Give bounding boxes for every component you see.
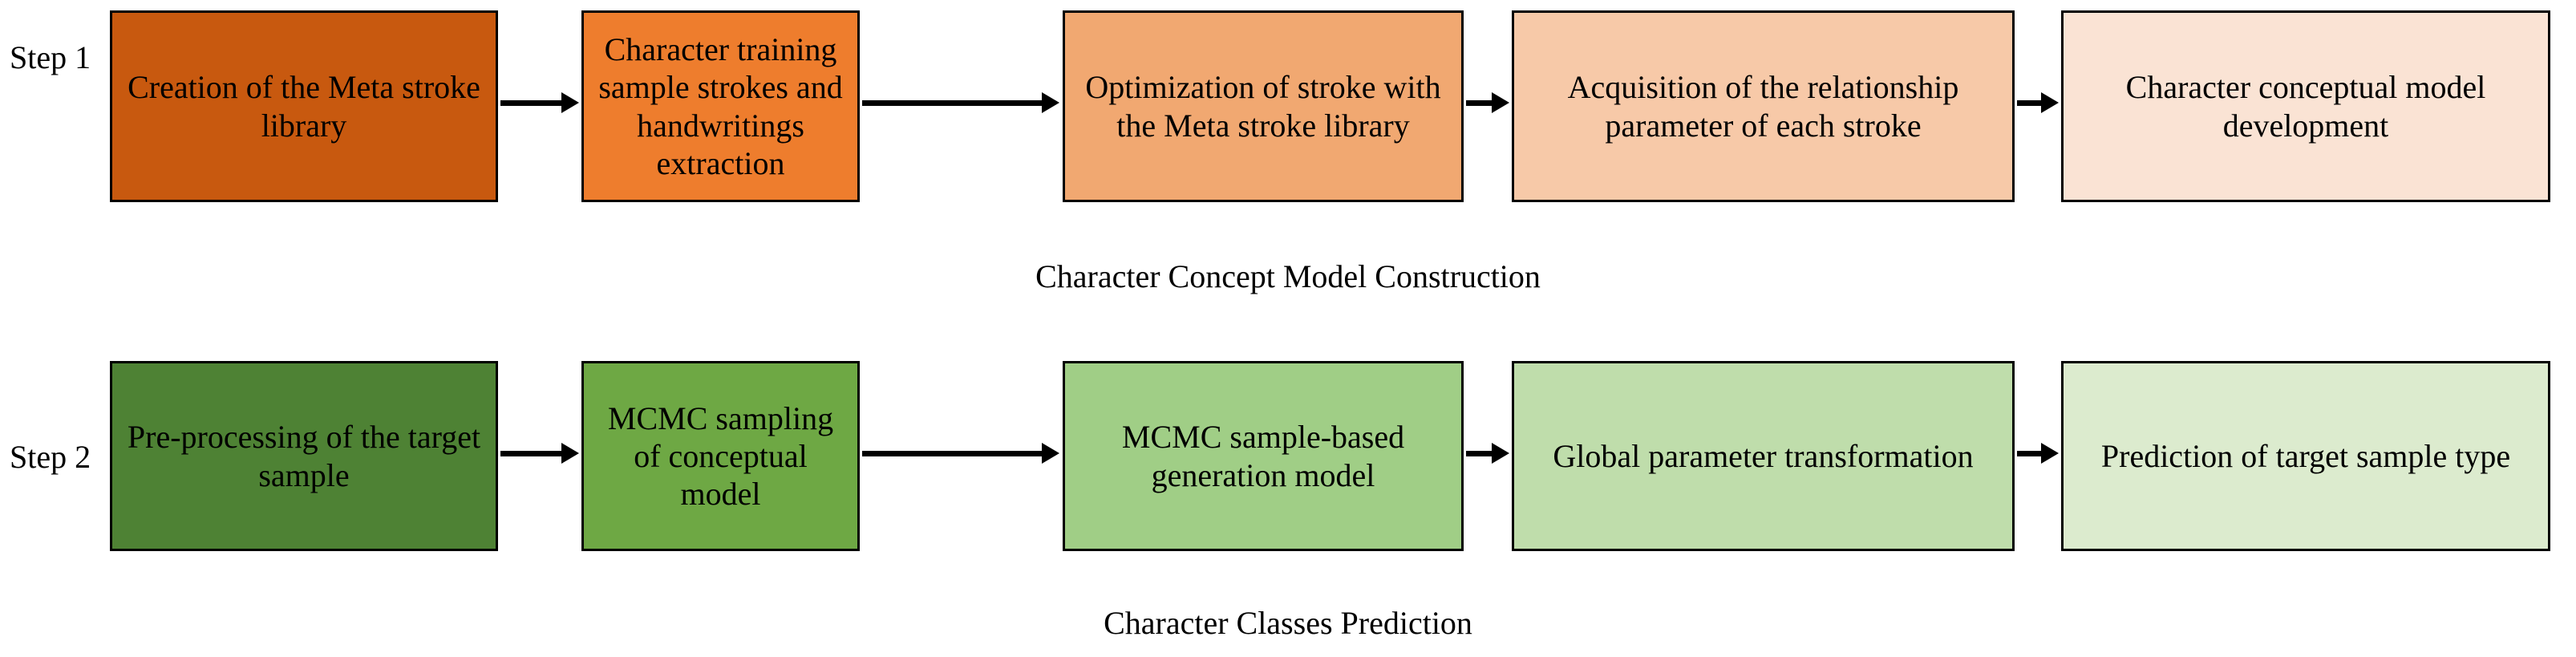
arrow-shaft xyxy=(2017,450,2042,456)
node-step2-3[interactable]: MCMC sample-based generation model xyxy=(1063,361,1464,551)
arrow-head-icon xyxy=(1042,443,1059,464)
arrow-head-icon xyxy=(1042,92,1059,113)
node-step2-5[interactable]: Prediction of target sample type xyxy=(2061,361,2550,551)
arrow-shaft xyxy=(862,99,1043,106)
arrow-shaft xyxy=(1466,450,1493,456)
arrow-shaft xyxy=(2017,99,2042,106)
node-step1-4[interactable]: Acquisition of the relationship paramete… xyxy=(1512,10,2015,202)
arrow-head-icon xyxy=(561,92,579,113)
node-label: Character training sample strokes and ha… xyxy=(598,31,843,181)
node-step2-2[interactable]: MCMC sampling of conceptual model xyxy=(581,361,860,551)
node-step1-2[interactable]: Character training sample strokes and ha… xyxy=(581,10,860,202)
arrow-shaft xyxy=(1466,99,1493,106)
arrow-head-icon xyxy=(2041,92,2059,113)
node-label: Acquisition of the relationship paramete… xyxy=(1567,69,1959,144)
node-label: MCMC sampling of conceptual model xyxy=(607,399,834,513)
node-label: Pre-processing of the target sample xyxy=(127,419,481,493)
node-label: Character conceptual model development xyxy=(2125,69,2486,144)
arrow-shaft xyxy=(862,450,1043,456)
arrow-shaft xyxy=(500,450,562,456)
node-label: Creation of the Meta stroke library xyxy=(128,69,480,144)
node-step1-5[interactable]: Character conceptual model development xyxy=(2061,10,2550,202)
arrow-head-icon xyxy=(1492,92,1509,113)
arrow-shaft xyxy=(500,99,562,106)
node-step2-1[interactable]: Pre-processing of the target sample xyxy=(110,361,498,551)
caption-step1: Character Concept Model Construction xyxy=(1035,258,1541,294)
arrow-head-icon xyxy=(1492,443,1509,464)
node-label: Optimization of stroke with the Meta str… xyxy=(1085,69,1441,144)
caption-step2: Character Classes Prediction xyxy=(1104,605,1472,641)
node-step1-3[interactable]: Optimization of stroke with the Meta str… xyxy=(1063,10,1464,202)
arrow-head-icon xyxy=(2041,443,2059,464)
node-label: Global parameter transformation xyxy=(1553,437,1974,474)
step-label-1: Step 1 xyxy=(10,39,91,75)
arrow-head-icon xyxy=(561,443,579,464)
node-step1-1[interactable]: Creation of the Meta stroke library xyxy=(110,10,498,202)
node-step2-4[interactable]: Global parameter transformation xyxy=(1512,361,2015,551)
node-label: MCMC sample-based generation model xyxy=(1121,419,1405,493)
node-label: Prediction of target sample type xyxy=(2100,437,2511,474)
step-label-2: Step 2 xyxy=(10,439,91,475)
